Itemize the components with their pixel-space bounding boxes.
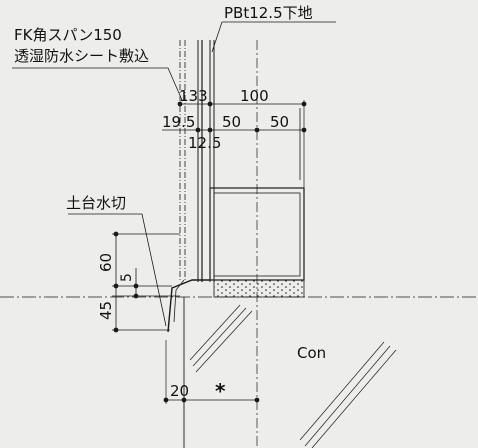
pbt-leader	[211, 21, 336, 53]
dim-text-50-right: 50	[270, 113, 289, 131]
hatch-upper-3	[195, 310, 253, 373]
dim-tick	[177, 101, 183, 107]
label-asterisk: *	[215, 379, 226, 403]
flashing-leader	[68, 213, 167, 327]
concrete-hatch	[189, 304, 397, 448]
dim-text-19-5: 19.5	[162, 113, 195, 131]
dim-tick	[113, 283, 119, 289]
dim-tick	[113, 231, 119, 237]
flashing-inner	[173, 279, 185, 323]
fk-span-leader	[12, 67, 183, 101]
dim-tick	[113, 327, 119, 333]
hatch-upper-2	[192, 307, 247, 367]
dim-text-133: 133	[179, 87, 208, 105]
top-label-leaders	[12, 21, 336, 101]
dim-tick	[207, 127, 213, 133]
dim-text-12-5: 12.5	[188, 134, 221, 152]
dim-text-100: 100	[240, 87, 269, 105]
label-pbt-board: PBt12.5下地	[224, 4, 313, 22]
dim-text-50-left: 50	[222, 113, 241, 131]
label-base-flashing: 土台水切	[66, 194, 126, 212]
hatch-lower-2	[304, 345, 391, 447]
flashing-profile	[167, 279, 210, 333]
hatch-lower-1	[299, 341, 385, 441]
dim-text-20: 20	[170, 382, 189, 400]
label-fk-span: FK角スパン150	[14, 26, 122, 44]
dim-tick	[181, 397, 187, 403]
dim-text-60: 60	[97, 253, 115, 272]
dim-text-5: 5	[119, 273, 135, 282]
dim-tick	[207, 101, 213, 107]
label-vapor-sheet: 透湿防水シート敷込	[14, 47, 149, 65]
dim-tick	[254, 127, 260, 133]
hatch-upper-1	[189, 304, 241, 361]
dim-text-45: 45	[97, 301, 115, 320]
dim-second-row	[162, 127, 307, 133]
dim-tick	[254, 397, 260, 403]
base-flashing	[68, 213, 210, 333]
foundation-top-mortar	[213, 279, 305, 298]
dim-vertical-left	[112, 231, 180, 333]
foundation-edges	[183, 40, 258, 448]
wall-section	[179, 40, 301, 282]
label-concrete: Con	[297, 344, 326, 362]
dim-top-row	[177, 100, 307, 190]
dim-bottom-row	[163, 340, 260, 404]
dim-tick	[301, 127, 307, 133]
dim-tick	[195, 127, 201, 133]
dim-tick	[163, 397, 169, 403]
hatch-lower-3	[311, 349, 397, 448]
